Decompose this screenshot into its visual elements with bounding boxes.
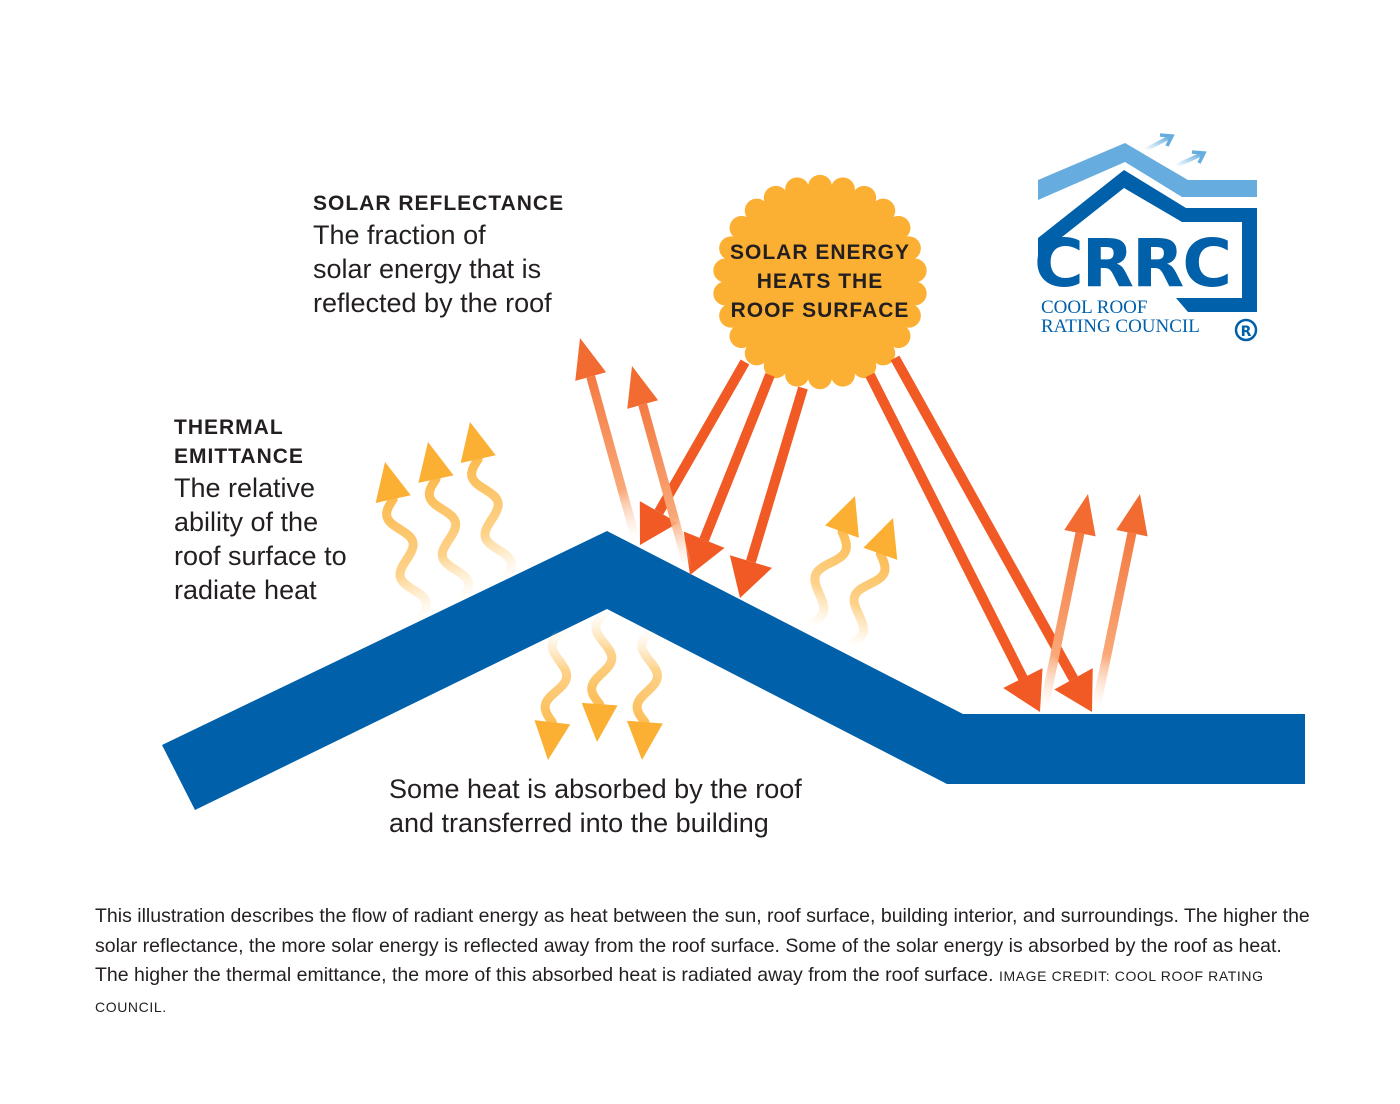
incoming-ray-arrow (639, 359, 750, 545)
absorbed-heat-label: Some heat is absorbed by the roof and tr… (389, 772, 802, 840)
reflected-solar-rays (575, 338, 1148, 709)
crrc-logo: CRRC COOL ROOF RATING COUNCIL R (1034, 133, 1258, 342)
sun-label-line: HEATS THE (756, 270, 884, 293)
reflected-ray-arrow (575, 338, 641, 542)
thermal-emittance-line: ability of the (174, 507, 319, 537)
logo-line2: RATING COUNCIL (1041, 316, 1200, 337)
sun-label: SOLAR ENERGY HEATS THE ROOF SURFACE (700, 238, 940, 325)
sun-icon (713, 174, 927, 390)
heat-wave-down-arrow (534, 625, 572, 760)
incoming-ray-arrow (729, 386, 808, 598)
logo-roof-band (1038, 143, 1257, 200)
caption-text: This illustration describes the flow of … (95, 905, 1310, 986)
logo-line1: COOL ROOF (1041, 297, 1147, 318)
heat-wave-up-arrow (418, 442, 474, 605)
heat-wave-up-arrow (843, 518, 898, 650)
logo-arrow-head (1191, 150, 1207, 164)
absorbed-heat-line: Some heat is absorbed by the roof (389, 774, 802, 804)
thermal-emittance-line: roof surface to (174, 541, 347, 571)
logo-acronym: CRRC (1034, 225, 1230, 302)
incoming-ray-arrow (890, 355, 1093, 712)
thermal-emittance-line: radiate heat (174, 575, 317, 605)
solar-reflectance-heading: SOLAR REFLECTANCE (313, 192, 565, 215)
heat-wave-up-arrow (803, 496, 859, 630)
solar-reflectance-label: SOLAR REFLECTANCE The fraction of solar … (313, 189, 564, 320)
incoming-solar-rays (639, 355, 1093, 712)
emitted-heat-waves (375, 422, 898, 650)
solar-reflectance-line: solar energy that is (313, 254, 542, 284)
thermal-emittance-heading: THERMAL (174, 416, 284, 439)
sun-label-line: ROOF SURFACE (730, 299, 910, 322)
reflected-ray-arrow (627, 366, 693, 570)
image-credit: IMAGE CREDIT: COOL ROOF RATING COUNCIL. (95, 968, 1264, 1015)
registered-mark-icon (1234, 318, 1258, 342)
logo-house-outline (1038, 170, 1257, 312)
registered-mark-letter: R (1241, 324, 1252, 340)
incoming-ray-arrow (683, 373, 775, 575)
heat-wave-down-arrow (626, 625, 663, 760)
heat-wave-up-arrow (375, 462, 432, 625)
logo-arrow-head (1159, 133, 1175, 147)
reflected-ray-arrow (1039, 494, 1096, 709)
reflected-ray-arrow (1091, 494, 1148, 709)
roof-shape (162, 531, 1305, 810)
thermal-emittance-label: THERMAL EMITTANCE The relative ability o… (174, 413, 347, 607)
incoming-ray-arrow (865, 372, 1043, 712)
thermal-emittance-line: The relative (174, 473, 316, 503)
heat-wave-up-arrow (460, 422, 517, 585)
thermal-emittance-heading: EMITTANCE (174, 445, 304, 468)
logo-arrow-icon (1175, 152, 1203, 168)
absorbed-heat-line: and transferred into the building (389, 808, 769, 838)
sun-body (713, 174, 927, 390)
logo-arrow-icon (1144, 135, 1171, 152)
absorbed-heat-waves (534, 607, 663, 760)
solar-reflectance-line: The fraction of (313, 220, 486, 250)
solar-reflectance-line: reflected by the roof (313, 288, 552, 318)
caption: This illustration describes the flow of … (95, 902, 1315, 1022)
sun-label-line: SOLAR ENERGY (729, 241, 911, 264)
heat-wave-down-arrow (581, 607, 618, 742)
